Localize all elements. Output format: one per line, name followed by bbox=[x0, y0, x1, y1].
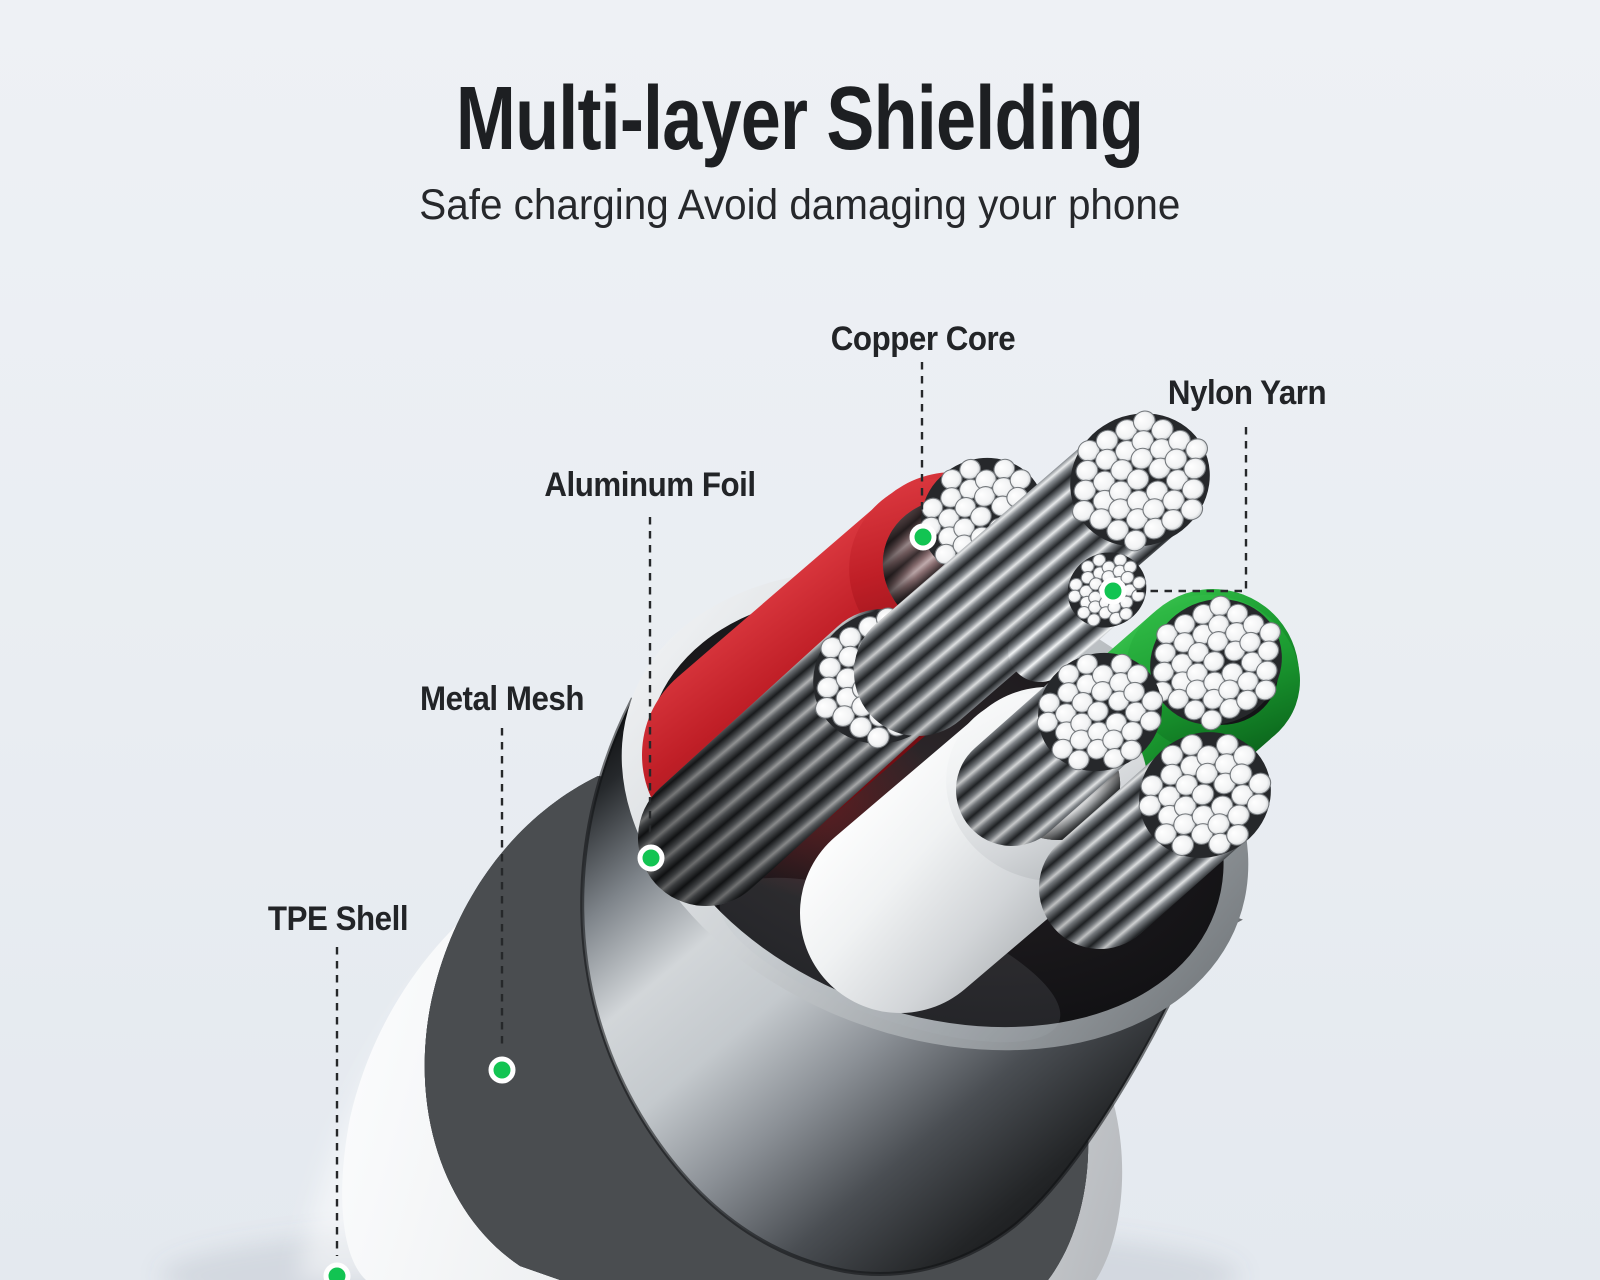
strand-tip bbox=[1180, 734, 1203, 756]
strand-tip bbox=[1191, 783, 1215, 806]
strand-tip bbox=[1181, 478, 1205, 501]
strand-tip bbox=[1009, 469, 1032, 490]
strand-tip bbox=[1168, 429, 1191, 452]
strand-tip bbox=[1229, 763, 1253, 786]
strand-tip bbox=[954, 497, 977, 518]
strand-tip bbox=[1071, 500, 1095, 522]
strand-tip bbox=[1239, 631, 1262, 653]
strand-tip bbox=[1248, 772, 1272, 795]
strand-tip bbox=[1200, 709, 1223, 731]
callout-label-tpe-shell: TPE Shell bbox=[267, 900, 409, 938]
strand-tip bbox=[1164, 448, 1188, 471]
strand-tip bbox=[1254, 679, 1277, 701]
strand-tip bbox=[1123, 560, 1138, 574]
marker-metal-mesh bbox=[488, 1056, 516, 1084]
copper-bundle-top bbox=[854, 410, 1210, 736]
strand-tip bbox=[1087, 701, 1109, 722]
strand-tip bbox=[1246, 793, 1270, 816]
callout-label-aluminum-foil: Aluminum Foil bbox=[544, 466, 756, 504]
strand-tip bbox=[1187, 642, 1210, 663]
strand-tip bbox=[1119, 607, 1133, 621]
strand-tip bbox=[814, 697, 838, 719]
strand-tip bbox=[1132, 410, 1156, 433]
page-subtitle: Safe charging Avoid damaging your phone bbox=[419, 181, 1181, 229]
strand-tip bbox=[1259, 622, 1281, 643]
copper-bundle-right bbox=[1039, 732, 1272, 949]
marker-nylon-yarn bbox=[1099, 577, 1127, 605]
strand-tip bbox=[1139, 710, 1162, 732]
callout-lines bbox=[335, 362, 1248, 1256]
strand-tip bbox=[1257, 640, 1280, 662]
strand-tip bbox=[1110, 459, 1133, 481]
strand-tip bbox=[1203, 651, 1225, 672]
marker-copper-core bbox=[909, 523, 937, 551]
strand-tip bbox=[1131, 588, 1146, 603]
strand-tip bbox=[1180, 498, 1204, 521]
callout-label-nylon-yarn: Nylon Yarn bbox=[1167, 374, 1327, 412]
strand-tip bbox=[1123, 681, 1146, 703]
strand-tip bbox=[1215, 733, 1239, 756]
strand-tip bbox=[1068, 577, 1083, 592]
strand-tip bbox=[1071, 692, 1094, 713]
strand-tip bbox=[1183, 457, 1207, 480]
strand-tip bbox=[1141, 690, 1164, 712]
strand-tip bbox=[1209, 595, 1231, 617]
strand-tip bbox=[1105, 712, 1128, 734]
strand-tip bbox=[1120, 570, 1135, 585]
strand-tip bbox=[866, 726, 890, 749]
strand-tip bbox=[1226, 603, 1249, 625]
strand-tip bbox=[1150, 418, 1174, 441]
strand-tip bbox=[1110, 653, 1133, 675]
strand-tip bbox=[1086, 613, 1101, 627]
strand-tip bbox=[1145, 480, 1169, 503]
strand-tip bbox=[1132, 576, 1147, 590]
strand-tip bbox=[1126, 468, 1150, 491]
marker-tpe-shell bbox=[323, 1262, 351, 1280]
strand-tip bbox=[1185, 438, 1209, 460]
strand-tip bbox=[1221, 662, 1244, 684]
callout-label-copper-core: Copper Core bbox=[830, 320, 1016, 358]
copper-bundle-center bbox=[956, 652, 1164, 846]
marker-aluminum-foil bbox=[637, 844, 665, 872]
strand-tip bbox=[1255, 660, 1278, 682]
strand-tip bbox=[1210, 795, 1234, 818]
strand-tip bbox=[1242, 614, 1265, 635]
page-title: Multi-layer Shielding bbox=[456, 69, 1144, 169]
strand-tip bbox=[959, 458, 981, 480]
strand-tip bbox=[993, 458, 1016, 480]
strand-tip bbox=[1123, 529, 1147, 552]
strand-tip bbox=[1175, 774, 1198, 796]
strand-tip bbox=[1120, 739, 1142, 761]
leader-nylon-yarn bbox=[1133, 427, 1248, 593]
callout-markers bbox=[323, 523, 1127, 1280]
strand-tip bbox=[1126, 664, 1149, 685]
strand-tip bbox=[1226, 824, 1249, 846]
strand-tip bbox=[1233, 744, 1256, 767]
strand-tip bbox=[970, 506, 992, 527]
strand-tip bbox=[1076, 653, 1098, 675]
callout-label-metal-mesh: Metal Mesh bbox=[419, 680, 585, 718]
